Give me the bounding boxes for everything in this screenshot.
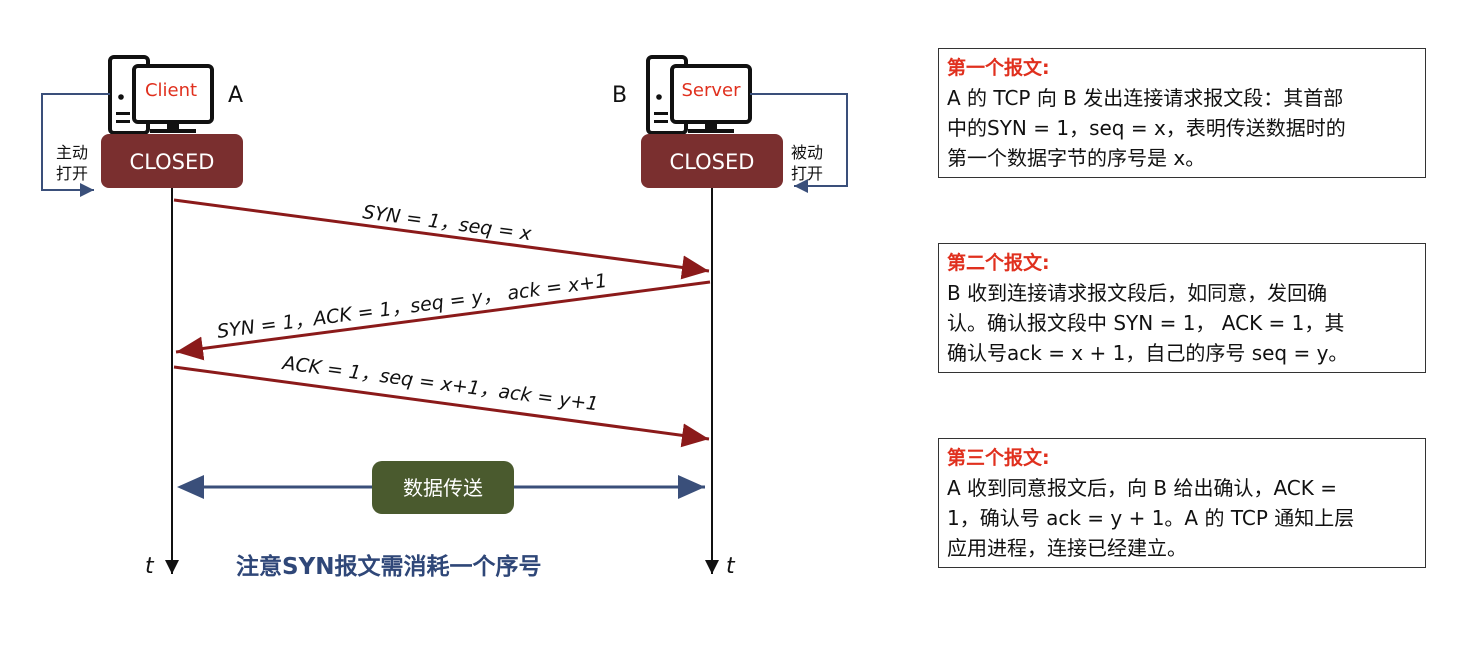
server-time-label: t <box>726 554 736 579</box>
message-2-box: 第二个报文: B 收到连接请求报文段后，如同意，发回确 认。确认报文段中 SYN… <box>938 243 1426 373</box>
message-1-line-3: 第一个数据字节的序号是 x。 <box>947 146 1206 170</box>
message-3-line-1: A 收到同意报文后，向 B 给出确认，ACK = <box>947 476 1337 500</box>
message-1-line-2: 中的SYN = 1，seq = x，表明传送数据时的 <box>947 116 1346 140</box>
ack-arrow <box>173 365 710 448</box>
active-open-arrow <box>41 93 110 197</box>
ack-label: ACK = 1，seq = x+1，ack = y+1 <box>279 352 599 416</box>
data-transfer-box <box>372 461 514 514</box>
server-state-label: CLOSED <box>670 150 755 174</box>
message-3-line-3: 应用进程，连接已经建立。 <box>947 536 1187 560</box>
server-label: Server <box>681 80 741 101</box>
active-open-label-line2: 打开 <box>56 164 88 183</box>
passive-open-label-line2: 打开 <box>791 164 823 183</box>
message-1-box: 第一个报文: A 的 TCP 向 B 发出连接请求报文段：其首部 中的SYN =… <box>938 48 1426 178</box>
server-host-letter: B <box>612 83 627 108</box>
client-state-label: CLOSED <box>130 150 215 174</box>
message-2-line-1: B 收到连接请求报文段后，如同意，发回确 <box>947 281 1328 305</box>
syn-label: SYN = 1，seq = x <box>361 201 533 245</box>
client-state-box <box>101 134 243 188</box>
passive-open-arrow <box>750 93 848 193</box>
active-open-label-line1: 主动 <box>56 143 88 162</box>
message-1-title: 第一个报文: <box>947 57 1050 79</box>
message-2-line-2: 认。确认报文段中 SYN = 1， ACK = 1，其 <box>947 311 1345 335</box>
message-3-box: 第三个报文: A 收到同意报文后，向 B 给出确认，ACK = 1，确认号 ac… <box>938 438 1426 568</box>
handshake-diagram: Client A Server B CLOSED CLOSED 主动 打开 被动… <box>41 55 848 580</box>
syn-ack-label: SYN = 1，ACK = 1，seq = y， ack = x+1 <box>216 270 609 343</box>
message-3-title: 第三个报文: <box>947 447 1050 469</box>
message-1-line-1: A 的 TCP 向 B 发出连接请求报文段：其首部 <box>947 86 1344 110</box>
client-time-label: t <box>145 554 155 579</box>
client-host-letter: A <box>228 83 243 108</box>
passive-open-label-line1: 被动 <box>791 143 823 162</box>
server-state-box <box>641 134 783 188</box>
message-2-line-3: 确认号ack = x + 1，自己的序号 seq = y。 <box>947 341 1349 365</box>
message-3-line-2: 1，确认号 ack = y + 1。A 的 TCP 通知上层 <box>947 506 1355 530</box>
client-label: Client <box>145 80 197 101</box>
note-text: 注意SYN报文需消耗一个序号 <box>236 553 541 580</box>
syn-arrow <box>173 198 710 280</box>
client-computer-icon <box>108 55 214 135</box>
data-transfer-label: 数据传送 <box>403 476 483 500</box>
syn-ack-arrow <box>175 280 711 361</box>
message-2-title: 第二个报文: <box>947 252 1050 274</box>
